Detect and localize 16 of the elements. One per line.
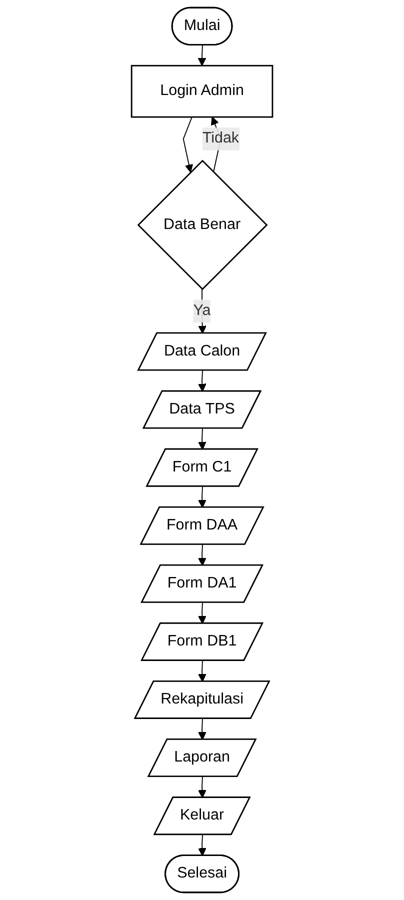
arrow [182, 116, 194, 173]
arrow [198, 44, 206, 66]
arrow [198, 428, 206, 450]
arrow [198, 602, 206, 624]
arrow [198, 486, 206, 508]
arrow [198, 288, 206, 334]
edge-label: Ya [193, 302, 211, 319]
arrow [198, 718, 206, 740]
arrow [198, 776, 206, 798]
node-box: Login Admin [130, 64, 274, 118]
arrow [198, 544, 206, 566]
edge-label: Tidak [202, 130, 240, 147]
node-diamond: Data Benar [137, 160, 268, 290]
arrow [198, 370, 206, 392]
arrow [198, 660, 206, 682]
arrow [198, 834, 206, 856]
